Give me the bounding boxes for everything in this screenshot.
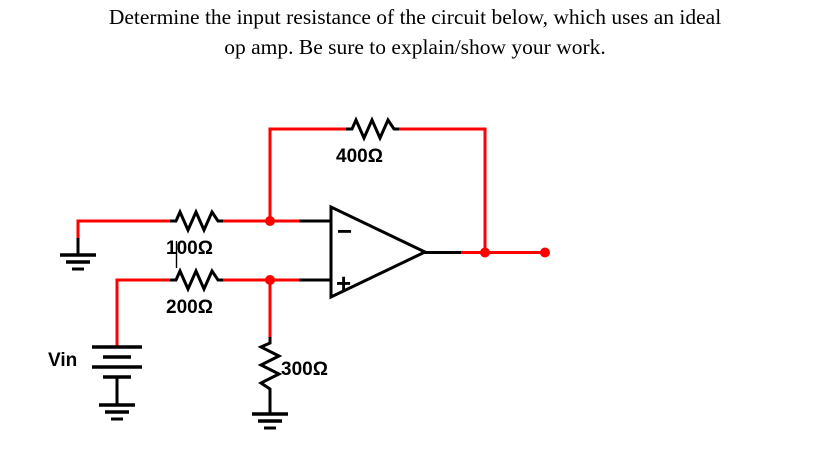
opamp-triangle bbox=[329, 204, 429, 300]
resistor-300-symbol bbox=[257, 337, 283, 396]
resistor-100-symbol bbox=[170, 208, 224, 234]
terminal-dot-output bbox=[540, 247, 550, 258]
junction-dot-output-feedback bbox=[480, 247, 490, 258]
opamp-noninverting-sign: + bbox=[336, 268, 351, 298]
resistor-200-symbol bbox=[170, 267, 224, 293]
junction-dot-inverting-node bbox=[265, 216, 275, 226]
opamp-inverting-sign: − bbox=[337, 216, 352, 246]
junction-dot-noninverting-node bbox=[265, 275, 275, 285]
resistor-300-label: 300Ω bbox=[281, 359, 328, 380]
resistor-400-symbol bbox=[346, 116, 400, 142]
source-label-vin: Vin bbox=[48, 350, 78, 371]
resistor-100-label: 100Ω bbox=[166, 238, 213, 259]
question-prompt: Determine the input resistance of the ci… bbox=[108, 5, 722, 59]
resistor-400-label: 400Ω bbox=[336, 146, 383, 167]
resistor-200-label: 200Ω bbox=[166, 297, 213, 318]
